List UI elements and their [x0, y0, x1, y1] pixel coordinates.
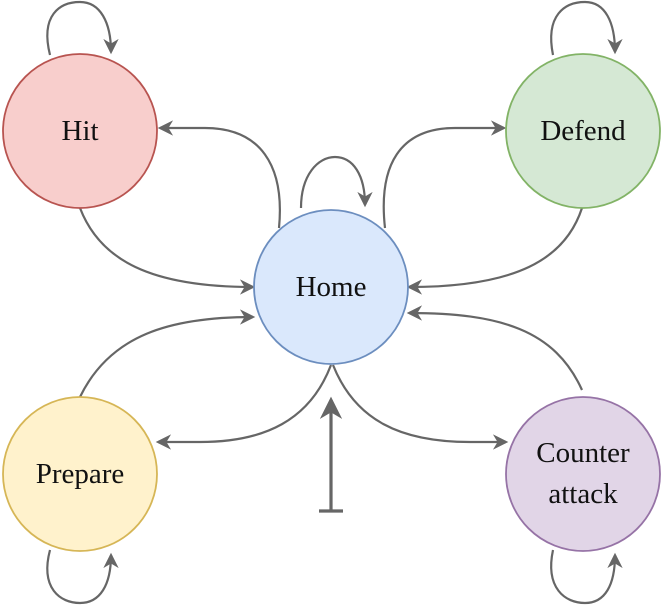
node-prepare-circle: [2, 396, 158, 552]
edge-home-to-prepare: [155, 364, 333, 450]
edge-hit-self-loop: [46, 0, 119, 56]
node-counter-attack-circle: [505, 396, 661, 552]
node-home: Home: [253, 209, 409, 365]
node-defend-circle: [505, 53, 661, 209]
edge-defend-to-home: [406, 207, 584, 295]
node-defend: Defend: [505, 53, 661, 209]
edge-home-self-loop: [299, 155, 373, 209]
node-prepare-label: Prepare: [36, 458, 125, 490]
edge-hit-to-home: [78, 207, 256, 295]
node-hit-circle: [2, 53, 158, 209]
node-home-circle: [253, 209, 409, 365]
edge-home-to-defend: [382, 120, 507, 229]
node-counter-attack-label-line1: Counter: [536, 437, 630, 469]
node-counter-attack-label-line2: attack: [548, 478, 618, 510]
edge-counter-attack-self-loop: [550, 549, 623, 605]
node-defend-label: Defend: [540, 115, 626, 147]
edge-defend-self-loop: [550, 0, 623, 56]
edge-counter-attack-to-home: [406, 305, 584, 391]
edge-home-to-hit: [157, 120, 281, 229]
edge-home-to-counter-attack: [331, 364, 509, 450]
edge-prepare-to-home: [79, 309, 256, 398]
node-hit-label: Hit: [61, 115, 98, 147]
node-hit: Hit: [2, 53, 158, 209]
edges: [46, 0, 623, 605]
node-prepare: Prepare: [2, 396, 158, 552]
edge-prepare-self-loop: [46, 549, 119, 605]
node-home-label: Home: [296, 271, 367, 303]
node-counter-attack: Counter attack: [505, 396, 661, 552]
